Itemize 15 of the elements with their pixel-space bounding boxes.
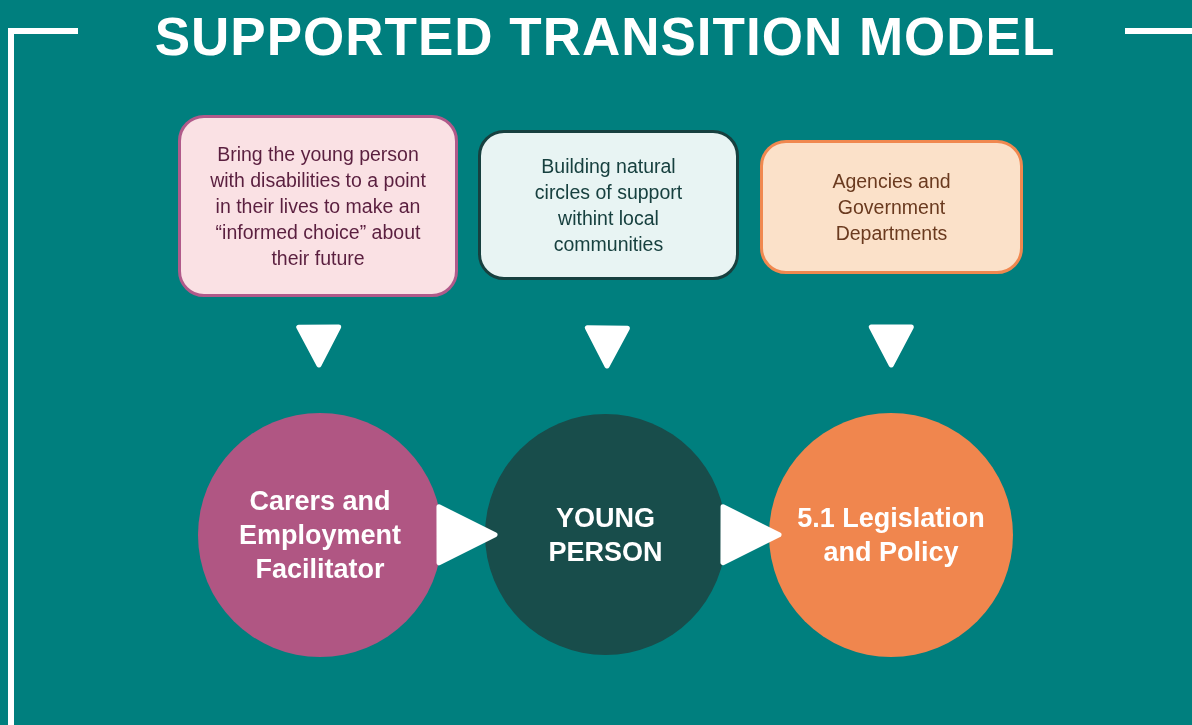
node-label: YOUNG PERSON [547, 501, 664, 569]
arrow [584, 325, 630, 369]
node-label: 5.1 Legislation and Policy [796, 502, 986, 569]
text-box [478, 130, 739, 280]
text-box [178, 115, 458, 297]
arrow [720, 504, 782, 566]
arrow [868, 324, 914, 368]
box-text: Bring the young person with disabilities to a point in their lives to make an “informed choice” about their future [209, 142, 427, 271]
text-box [760, 140, 1023, 274]
title: SUPPORTED TRANSITION MODEL [153, 6, 1057, 67]
arrow [436, 504, 498, 566]
box-text: Building natural circles of support withint local communities [533, 154, 684, 257]
arrow [296, 324, 342, 368]
node-label: Carers and Employment Facilitator [238, 485, 402, 586]
box-text: Agencies and Government Departments [831, 169, 952, 246]
